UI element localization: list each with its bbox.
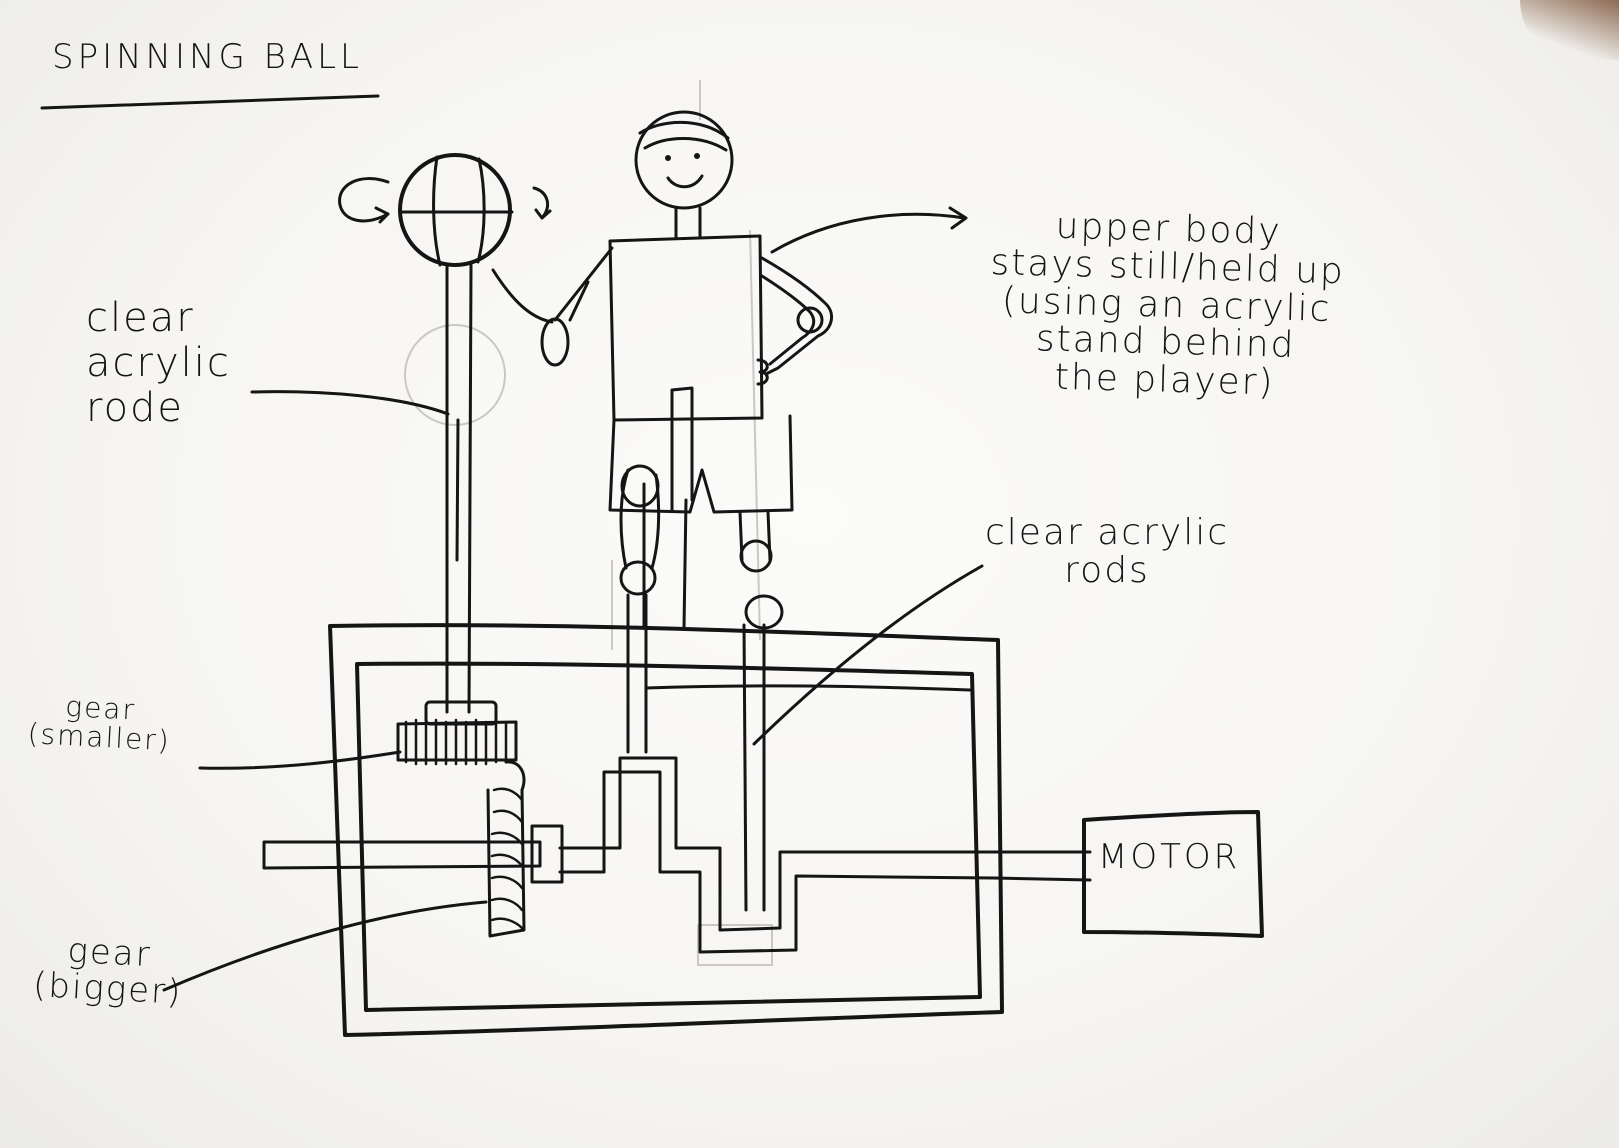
large-gear-annotation: gear (bigger) xyxy=(32,932,185,1011)
basketball xyxy=(400,155,512,265)
sketch-title: SPINNING BALL xyxy=(52,38,363,76)
large-gear-text: gear (bigger) xyxy=(32,931,183,1013)
spin-arrow-left xyxy=(340,179,388,222)
large-gear xyxy=(488,762,524,936)
leg-acrylic-rods xyxy=(628,595,970,910)
leg-rods-text: clear acrylic rods xyxy=(985,512,1229,591)
leg-rods-annotation: clear acrylic rods xyxy=(985,514,1229,590)
cam-shaft xyxy=(264,758,1090,952)
small-gear-text: gear (smaller) xyxy=(27,690,172,758)
title-underline xyxy=(42,96,378,108)
small-gear-annotation: gear (smaller) xyxy=(27,690,173,756)
upper-body-annotation: upper body stays still/held up (using an… xyxy=(987,206,1346,404)
ball-acrylic-rod xyxy=(447,265,471,712)
player-figure xyxy=(493,112,832,628)
motor-label: MOTOR xyxy=(1098,838,1240,876)
spin-arrow-right xyxy=(534,188,550,218)
upper-body-text: upper body stays still/held up (using an… xyxy=(990,206,1345,404)
ball-rod-annotation: clear acrylic rode xyxy=(86,296,231,430)
ball-rod-text: clear acrylic rode xyxy=(86,295,231,431)
small-gear xyxy=(398,702,516,764)
